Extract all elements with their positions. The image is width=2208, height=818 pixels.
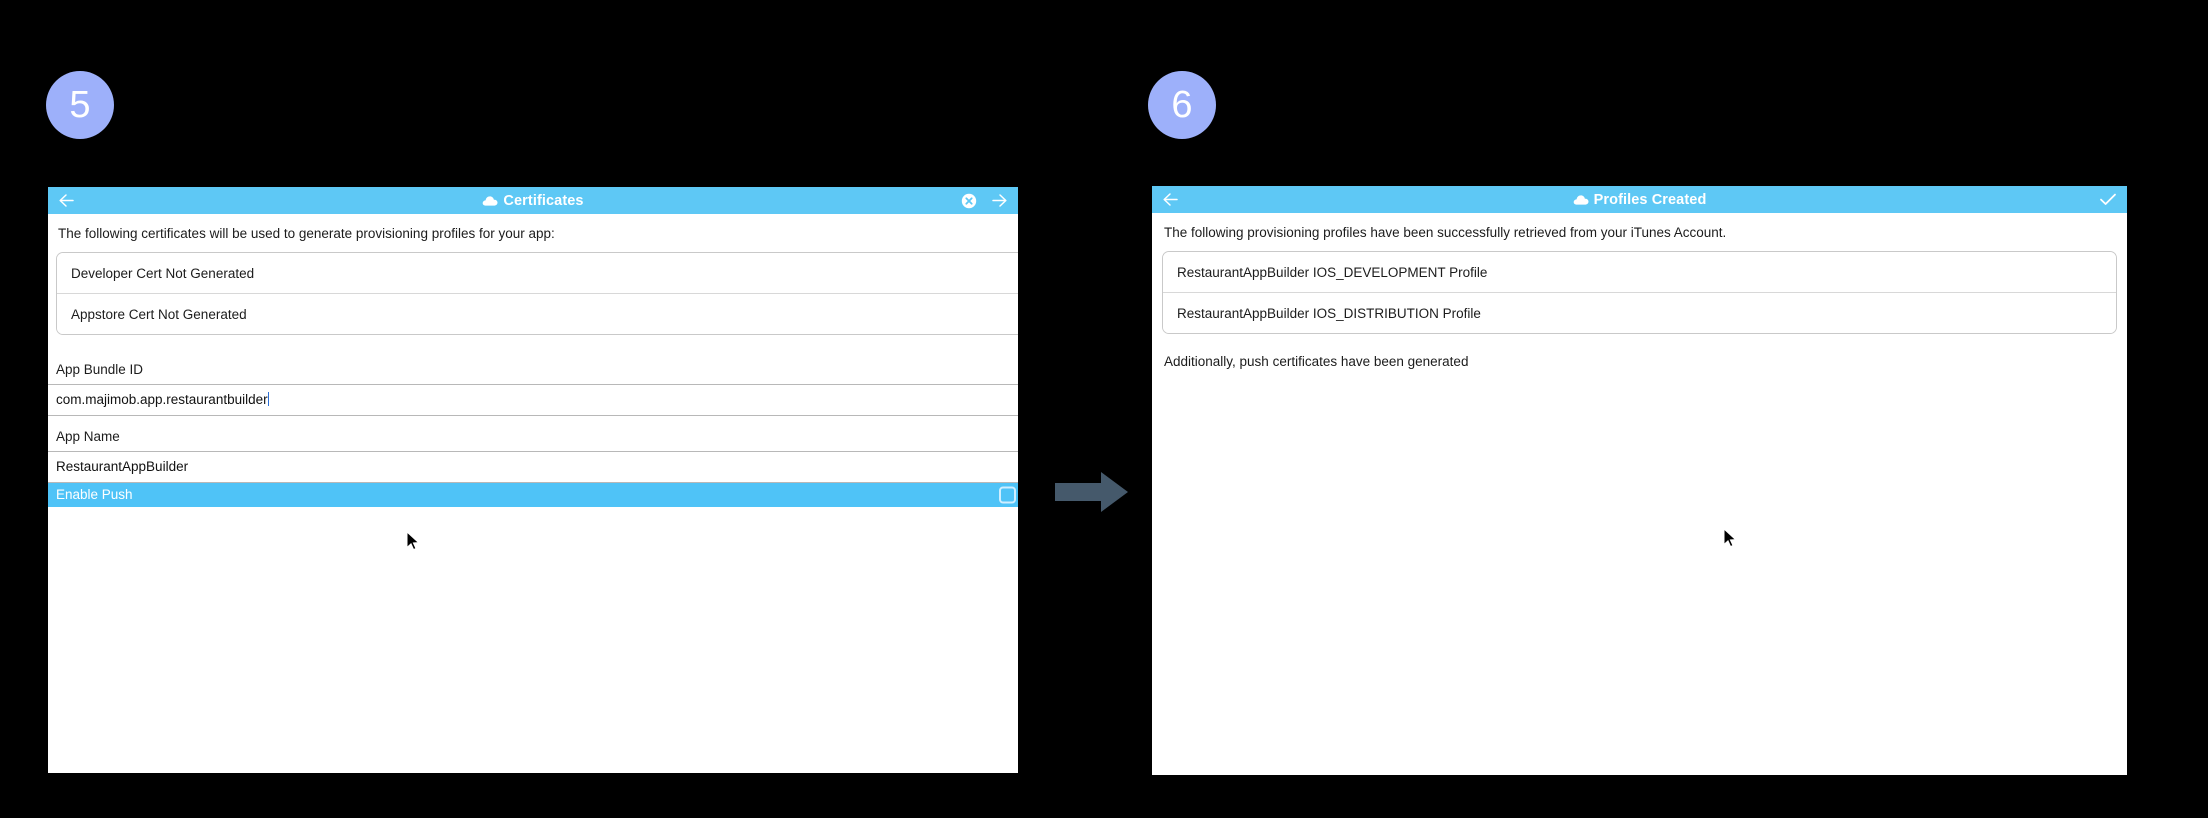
app-bundle-id-label: App Bundle ID xyxy=(48,349,1018,386)
certificates-panel: Certificates The following certificates … xyxy=(48,187,1018,773)
profile-row[interactable]: RestaurantAppBuilder IOS_DISTRIBUTION Pr… xyxy=(1163,293,2116,334)
text-caret xyxy=(267,392,269,407)
cloud-icon xyxy=(482,195,498,207)
profiles-list: RestaurantAppBuilder IOS_DEVELOPMENT Pro… xyxy=(1162,251,2117,335)
profiles-created-titlebar: Profiles Created xyxy=(1152,186,2127,213)
app-name-value: RestaurantAppBuilder xyxy=(56,459,189,475)
back-arrow-icon[interactable] xyxy=(1162,192,1179,207)
step-badge-6-number: 6 xyxy=(1171,84,1193,126)
certificates-titlebar: Certificates xyxy=(48,187,1018,214)
certificates-title: Certificates xyxy=(503,192,584,209)
certificates-intro-text: The following certificates will be used … xyxy=(58,226,555,241)
step-badge-5: 5 xyxy=(46,71,114,139)
close-circle-icon[interactable] xyxy=(961,193,977,209)
certificate-row[interactable]: Developer Cert Not Generated xyxy=(57,253,1018,295)
profiles-intro-text: The following provisioning profiles have… xyxy=(1164,225,1727,240)
step-badge-6: 6 xyxy=(1148,71,1216,139)
certificates-body: The following certificates will be used … xyxy=(48,214,1018,773)
certificates-list: Developer Cert Not Generated Appstore Ce… xyxy=(56,252,1018,336)
enable-push-row[interactable]: Enable Push xyxy=(48,483,1018,508)
app-name-label: App Name xyxy=(48,416,1018,453)
push-certificates-note: Additionally, push certificates have bee… xyxy=(1164,354,1469,370)
checkmark-icon[interactable] xyxy=(2099,192,2117,207)
forward-arrow-icon[interactable] xyxy=(991,193,1008,208)
cloud-icon xyxy=(1573,194,1589,206)
spacer xyxy=(48,335,1018,349)
profile-row[interactable]: RestaurantAppBuilder IOS_DEVELOPMENT Pro… xyxy=(1163,252,2116,294)
enable-push-label: Enable Push xyxy=(56,487,133,503)
back-arrow-icon[interactable] xyxy=(58,193,75,208)
certificates-title-wrap: Certificates xyxy=(48,193,1018,209)
app-bundle-id-value: com.majimob.app.restaurantbuilder xyxy=(56,392,268,408)
step-badge-5-number: 5 xyxy=(69,84,91,126)
profiles-created-body: The following provisioning profiles have… xyxy=(1152,213,2127,775)
app-bundle-id-input[interactable]: com.majimob.app.restaurantbuilder xyxy=(48,385,1018,417)
profiles-created-title-wrap: Profiles Created xyxy=(1152,192,2127,208)
certificate-row[interactable]: Appstore Cert Not Generated xyxy=(57,294,1018,335)
right-arrow-icon xyxy=(1055,470,1129,514)
profiles-created-panel: Profiles Created The following provision… xyxy=(1152,186,2127,775)
enable-push-checkbox[interactable] xyxy=(999,486,1016,504)
profiles-created-title: Profiles Created xyxy=(1593,191,1707,208)
app-name-input[interactable]: RestaurantAppBuilder xyxy=(48,452,1018,484)
